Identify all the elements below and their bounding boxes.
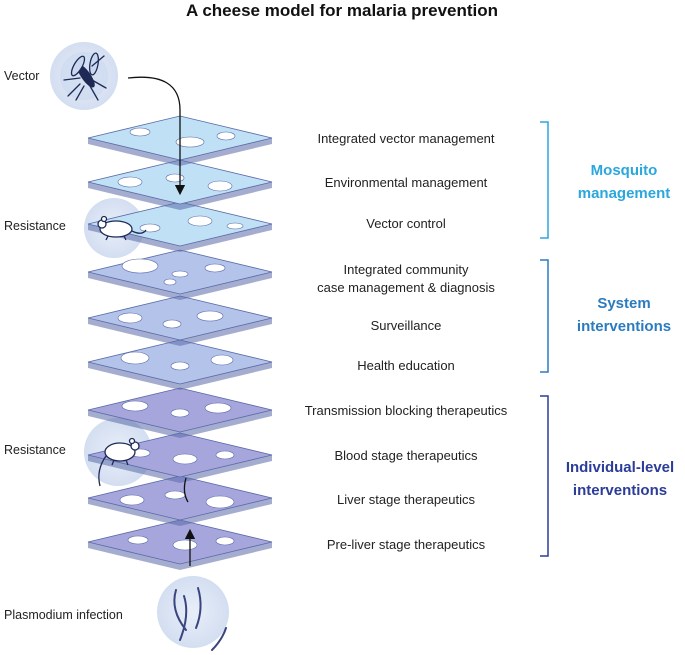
mouse-icon xyxy=(97,215,147,241)
slice-hole xyxy=(117,312,143,324)
slice-hole xyxy=(216,131,236,141)
layer-label-integrated-vector: Integrated vector management xyxy=(317,131,494,146)
mouse-icon xyxy=(98,437,140,487)
slice-hole xyxy=(204,402,232,414)
diagram-title: A cheese model for malaria prevention xyxy=(186,1,498,20)
slice-hole xyxy=(120,351,150,365)
slice-top xyxy=(87,201,273,247)
slice-hole xyxy=(119,494,145,506)
vector-arrow xyxy=(127,76,186,196)
slice-hole xyxy=(175,136,205,148)
cheese-slice xyxy=(87,475,273,526)
layer-label-environmental: Environmental management xyxy=(325,175,488,190)
layer-label-blood-stage: Blood stage therapeutics xyxy=(334,448,478,463)
plasmodium-label: Plasmodium infection xyxy=(4,608,123,622)
slice-hole xyxy=(162,319,182,329)
slice-hole xyxy=(215,450,235,460)
layer-label-transmission-blocking: Transmission blocking therapeutics xyxy=(305,403,508,418)
slice-hole xyxy=(172,453,198,465)
slice-hole xyxy=(207,180,233,192)
layer-label-liver-stage: Liver stage therapeutics xyxy=(337,492,476,507)
layer-label-health-education: Health education xyxy=(357,358,455,373)
slice-hole xyxy=(171,270,189,278)
cheese-slice xyxy=(87,519,273,570)
group-label-system-line1: System xyxy=(597,295,650,312)
layer-label-vector-control: Vector control xyxy=(366,216,446,231)
group-label-mosquito-line1: Mosquito xyxy=(591,162,658,179)
slice-hole xyxy=(163,278,177,286)
slice-hole xyxy=(226,222,244,230)
slice-hole xyxy=(129,127,151,137)
slice-hole xyxy=(121,400,149,412)
resistance-label-bottom: Resistance xyxy=(4,443,66,457)
slice-top xyxy=(87,295,273,341)
parasite-icon xyxy=(173,587,227,651)
individual-bracket xyxy=(540,395,549,557)
plasmodium-circle xyxy=(157,576,229,648)
group-label-mosquito-line2: management xyxy=(578,185,671,202)
cheese-slice xyxy=(87,339,273,390)
infection-path xyxy=(183,477,189,503)
slice-hole xyxy=(127,535,149,545)
resistance-label-top: Resistance xyxy=(4,219,66,233)
slice-hole xyxy=(170,408,190,418)
slice-hole xyxy=(164,490,186,500)
group-label-individual-line2: interventions xyxy=(573,482,667,499)
layer-label-iccm-line1: Integrated community xyxy=(343,262,469,277)
slice-hole xyxy=(196,310,224,322)
slice-hole xyxy=(204,263,226,273)
slice-hole xyxy=(170,361,190,371)
layer-label-iccm-line2: case management & diagnosis xyxy=(317,280,495,295)
system-bracket xyxy=(540,259,549,373)
slice-hole xyxy=(205,495,235,509)
vector-label: Vector xyxy=(4,69,39,83)
slice-hole xyxy=(215,536,235,546)
slice-hole xyxy=(187,215,213,227)
cheese-slice xyxy=(87,249,273,300)
group-label-system-line2: interventions xyxy=(577,318,671,335)
slice-hole xyxy=(139,223,161,233)
slice-hole xyxy=(210,354,234,366)
cheese-slice xyxy=(87,387,273,438)
slice-hole xyxy=(172,539,198,551)
layer-label-surveillance: Surveillance xyxy=(371,318,442,333)
group-label-individual-line1: Individual-level xyxy=(566,459,674,476)
mosquito-bracket xyxy=(540,121,549,239)
mosquito-icon xyxy=(63,52,107,101)
slice-hole xyxy=(165,173,185,183)
slice-hole xyxy=(117,176,143,188)
slice-hole xyxy=(121,258,159,274)
cheese-slice xyxy=(87,295,273,346)
layer-label-pre-liver: Pre-liver stage therapeutics xyxy=(327,537,486,552)
